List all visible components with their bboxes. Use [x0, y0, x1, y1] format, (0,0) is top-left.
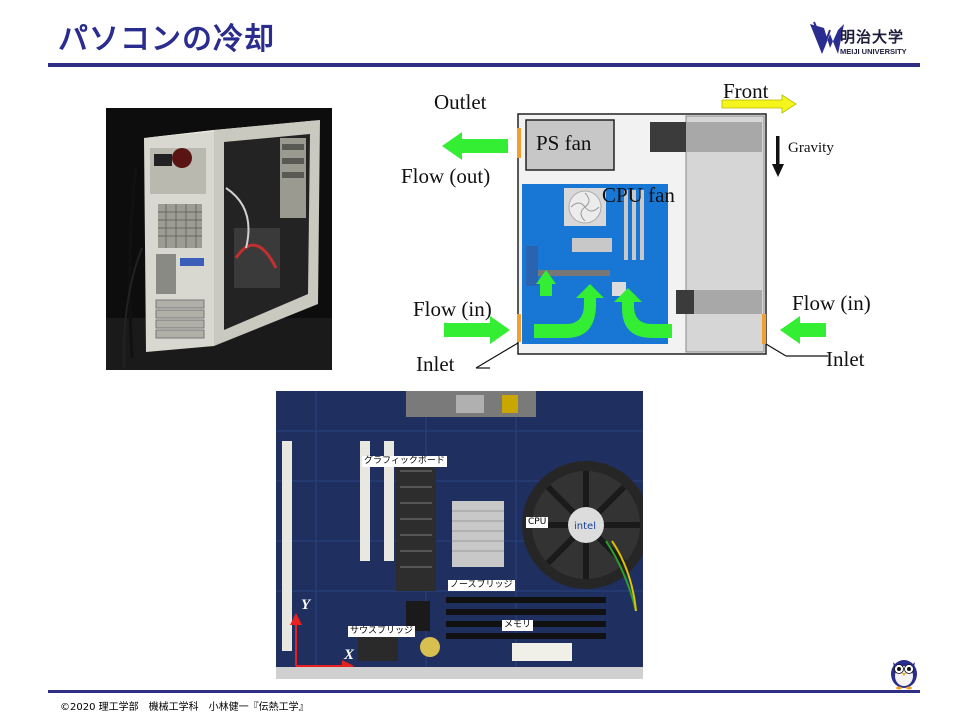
inlet-strip-left: [517, 314, 521, 342]
label-flow-in-right: Flow (in): [792, 291, 871, 315]
flow-in-arrow-left: [444, 316, 510, 344]
outlet-strip: [517, 128, 521, 158]
motherboard-photo: intel グラフィックボード CPU ノースブリッジ メモリ サウスブリッジ …: [276, 391, 643, 679]
label-inlet-left: Inlet: [416, 352, 455, 376]
axis-y-label: Y: [301, 597, 311, 613]
label-inlet-right: Inlet: [826, 347, 865, 371]
svg-text:intel: intel: [574, 521, 596, 532]
label-cpu-fan: CPU fan: [602, 183, 675, 207]
label-flow-in-left: Flow (in): [413, 297, 492, 321]
page-title: パソコンの冷却: [58, 22, 275, 57]
label-cpu: CPU: [526, 517, 549, 528]
label-memory: メモリ: [502, 620, 534, 631]
inlet-strip-right: [762, 314, 766, 344]
axis-x-label: X: [344, 647, 355, 663]
label-graphics-board: グラフィックボード: [362, 456, 447, 467]
flow-in-arrow-right: [780, 316, 826, 344]
label-gravity: Gravity: [788, 140, 834, 156]
header-rule: [48, 63, 920, 67]
label-front: Front: [723, 79, 769, 103]
label-north-bridge: ノースブリッジ: [448, 580, 515, 591]
curved-arrow-right: [614, 288, 672, 338]
ps-fan-box: [525, 119, 615, 171]
logo-name: 明治大学: [840, 28, 905, 46]
footer-rule: [48, 690, 920, 693]
label-south-bridge: サウスブリッジ: [348, 626, 416, 637]
board-up-arrow: [536, 270, 556, 296]
gravity-arrow: [772, 136, 784, 177]
label-flow-out: Flow (out): [401, 164, 490, 188]
owl-mascot-icon: [891, 660, 917, 690]
label-ps-fan: PS fan: [536, 131, 592, 155]
curved-arrow-left: [534, 284, 604, 338]
pc-case-photo: [106, 108, 332, 370]
flow-out-arrow: [442, 132, 508, 160]
university-logo-icon: [810, 21, 844, 54]
footer-credit: ©2020 理工学部 機械工学科 小林健一『伝熱工学』: [60, 702, 309, 713]
airflow-diagram: Front Gravity Outlet PS fan Flow (out) C…: [401, 79, 871, 376]
front-arrow: [721, 94, 797, 114]
label-outlet: Outlet: [434, 90, 487, 114]
logo-university: MEIJI UNIVERSITY: [840, 47, 907, 56]
